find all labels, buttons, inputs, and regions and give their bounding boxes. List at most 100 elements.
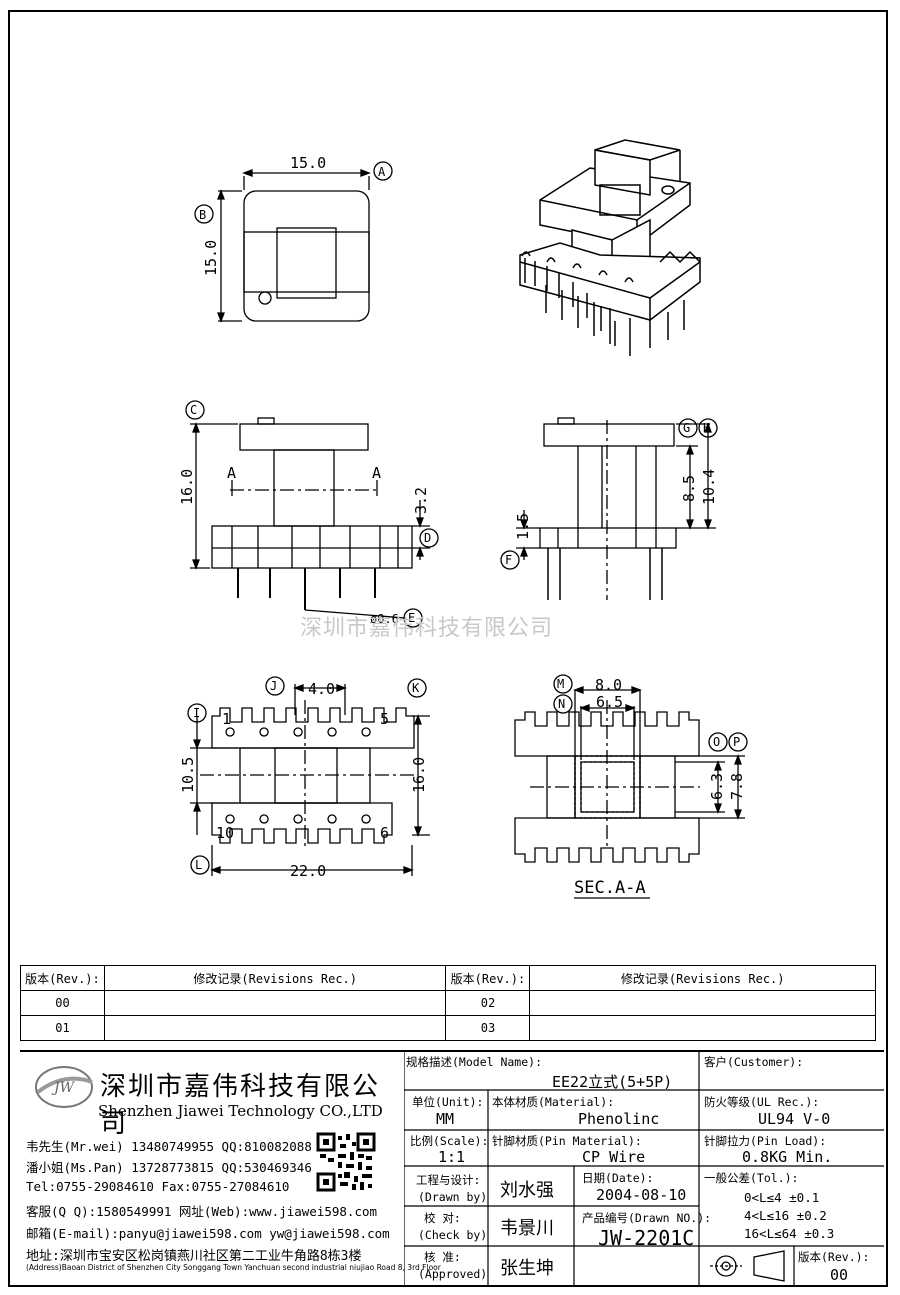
date-value: 2004-08-10	[596, 1186, 687, 1204]
pin-10-label: 10	[216, 824, 234, 842]
callout-a: A	[378, 165, 386, 179]
dim-160: 16.0	[410, 757, 428, 793]
table-row: 01 03	[20, 1015, 876, 1041]
watermark: 深圳市嘉伟科技有限公司	[300, 616, 554, 641]
pin-material-value: CP Wire	[582, 1148, 646, 1166]
scale-value: 1:1	[438, 1148, 466, 1166]
dim-78: 7.8	[728, 773, 746, 800]
drawn-label-en: (Drawn by)	[418, 1190, 488, 1204]
dim-80: 8.0	[595, 676, 622, 694]
company-info: JW 深圳市嘉伟科技有限公司 Shenzhen Jiawei Technolog…	[20, 1052, 441, 1285]
address-cn: 地址:深圳市宝安区松岗镇燕川社区第二工业牛角路8栋3楼	[26, 1249, 362, 1264]
contact-line: 潘小姐(Ms.Pan) 13728773815 QQ:530469346	[26, 1160, 312, 1175]
callout-h: H	[703, 421, 710, 435]
front-view	[185, 400, 439, 628]
callout-j: J	[270, 679, 277, 693]
rev-cell: 02	[445, 990, 531, 1016]
dimension-labels: 15.0 15.0 A B 16.0 3.2 A A C D E ø0.6 1.…	[178, 154, 746, 898]
isometric-view	[519, 139, 701, 356]
rev-cell: 01	[20, 1015, 105, 1041]
section-view	[514, 674, 748, 899]
material-label: 本体材质(Material):	[492, 1095, 615, 1109]
dim-105: 10.5	[179, 757, 197, 793]
unit-label: 单位(Unit):	[412, 1095, 484, 1109]
dim-85: 8.5	[680, 475, 698, 502]
rev-cell: 03	[445, 1015, 531, 1041]
pin-material-label: 针脚材质(Pin Material):	[492, 1134, 642, 1148]
rev-value: 00	[830, 1266, 849, 1284]
pin-1-label: 1	[222, 710, 231, 728]
contact-line: Tel:0755-29084610 Fax:0755-27084610	[26, 1179, 290, 1194]
approved-label-en: (Approved)	[418, 1267, 488, 1281]
rev-cell: 00	[20, 990, 105, 1016]
section-title: SEC.A-A	[574, 878, 646, 898]
drawn-no-value: JW-2201C	[598, 1226, 695, 1250]
projection-symbol	[710, 1250, 785, 1282]
rev-record-header: 修改记录(Revisions Rec.)	[529, 965, 876, 991]
dim-220: 22.0	[290, 862, 326, 880]
dim-63: 6.3	[708, 773, 726, 800]
logo-text: JW	[51, 1080, 76, 1096]
revision-table: 版本(Rev.): 修改记录(Revisions Rec.) 版本(Rev.):…	[20, 965, 876, 1041]
table-row: 00 02	[20, 990, 876, 1016]
contact-line: 客服(Q Q):1580549991 网址(Web):www.jiawei598…	[26, 1204, 378, 1219]
callout-d: D	[424, 531, 431, 545]
section-marker-right: A	[372, 464, 381, 482]
scale-label: 比例(Scale):	[410, 1134, 489, 1148]
tol-row: 0<L≤4 ±0.1	[744, 1190, 820, 1205]
qr-code	[316, 1132, 376, 1192]
ul-value: UL94 V-0	[758, 1110, 831, 1128]
company-logo: JW	[35, 1066, 93, 1108]
dim-top-height: 15.0	[202, 240, 220, 276]
drawing-frame	[8, 10, 888, 1287]
technical-drawing: 15.0 15.0 A B 16.0 3.2 A A C D E ø0.6 1.…	[178, 139, 748, 899]
approved-label: 核 准:	[424, 1250, 461, 1264]
check-label: 校 对:	[424, 1211, 461, 1225]
check-label-en: (Check by)	[418, 1228, 488, 1242]
address-en: (Address)Baoan District of Shenzhen City…	[26, 1263, 441, 1272]
unit-value: MM	[436, 1110, 455, 1128]
customer-label: 客户(Customer):	[704, 1055, 804, 1069]
title-grid	[404, 1052, 884, 1285]
callout-g: G	[683, 421, 690, 435]
pin-5-label: 5	[380, 710, 389, 728]
company-name-cn: 深圳市嘉伟科技有限公司	[100, 1072, 381, 1139]
date-label: 日期(Date):	[582, 1171, 654, 1185]
title-block: JW 深圳市嘉伟科技有限公司 Shenzhen Jiawei Technolog…	[20, 1050, 884, 1285]
rev-record-header: 修改记录(Revisions Rec.)	[103, 965, 447, 991]
dim-flange: 3.2	[412, 487, 430, 514]
tol-label: 一般公差(Tol.):	[704, 1171, 799, 1185]
dim-pitch: 4.0	[308, 680, 335, 698]
dim-104: 10.4	[700, 469, 718, 505]
rev-record-cell	[529, 990, 876, 1016]
callout-i: I	[193, 706, 200, 720]
contact-line: 韦先生(Mr.wei) 13480749955 QQ:810082088	[26, 1139, 312, 1154]
drawn-value: 刘水强	[500, 1180, 554, 1201]
callout-o: O	[713, 735, 720, 749]
callout-n: N	[558, 697, 565, 711]
callout-p: P	[733, 735, 740, 749]
tol-row: 16<L≤64 ±0.3	[744, 1226, 835, 1241]
callout-c: C	[190, 403, 197, 417]
pin-diameter: ø0.6	[370, 612, 399, 626]
model-value: EE22立式(5+5P)	[552, 1073, 673, 1091]
revision-header-row: 版本(Rev.): 修改记录(Revisions Rec.) 版本(Rev.):…	[20, 965, 876, 991]
rev-header: 版本(Rev.):	[445, 965, 531, 991]
callout-e: E	[408, 611, 415, 625]
bottom-view	[187, 676, 430, 876]
callout-b: B	[199, 208, 206, 222]
rev-record-cell	[103, 990, 447, 1016]
callout-k: K	[412, 681, 420, 695]
pin-6-label: 6	[380, 824, 389, 842]
check-value: 韦景川	[500, 1218, 554, 1239]
material-value: Phenolinc	[578, 1110, 660, 1128]
dim-top-width: 15.0	[290, 154, 326, 172]
section-marker-left: A	[227, 464, 236, 482]
pin-load-label: 针脚拉力(Pin Load):	[704, 1134, 827, 1148]
dim-65: 6.5	[596, 693, 623, 711]
dim-15: 1.5	[514, 513, 532, 540]
top-view	[194, 161, 393, 323]
dim-front-height: 16.0	[178, 469, 196, 505]
model-label: 规格描述(Model Name):	[406, 1055, 543, 1069]
drawn-label: 工程与设计:	[416, 1173, 481, 1187]
